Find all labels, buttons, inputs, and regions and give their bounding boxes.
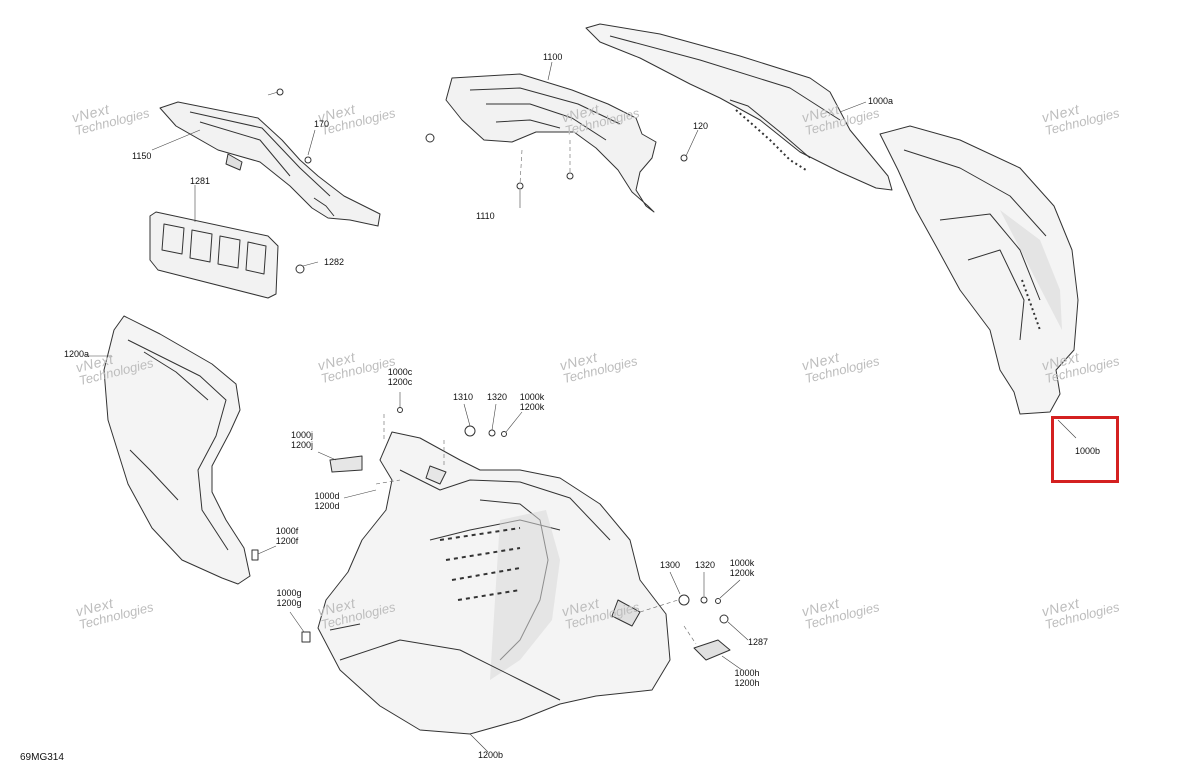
part-1200a-panel bbox=[103, 315, 259, 585]
label-1200c[interactable]: 1200c bbox=[387, 377, 413, 387]
label-1200j[interactable]: 1200j bbox=[290, 440, 314, 450]
label-1000g[interactable]: 1000g bbox=[276, 588, 302, 598]
part-1281-grille bbox=[149, 211, 305, 299]
label-1200k-lower[interactable]: 1200k bbox=[729, 568, 755, 578]
label-1110[interactable]: 1110 bbox=[476, 211, 495, 221]
diagram-code: 69MG314 bbox=[20, 752, 64, 763]
label-1200h[interactable]: 1200h bbox=[734, 678, 760, 688]
label-1200a[interactable]: 1200a bbox=[64, 349, 90, 359]
label-1000c[interactable]: 1000c bbox=[387, 367, 413, 377]
label-1320-upper[interactable]: 1320 bbox=[487, 392, 508, 402]
part-1000a-panel bbox=[585, 23, 893, 191]
part-1200b-panel bbox=[317, 431, 671, 735]
label-1282[interactable]: 1282 bbox=[324, 257, 345, 267]
label-1320-lower[interactable]: 1320 bbox=[695, 560, 716, 570]
label-120[interactable]: 120 bbox=[693, 121, 709, 131]
label-1000k-lower[interactable]: 1000k bbox=[729, 558, 755, 568]
label-1000h[interactable]: 1000h bbox=[734, 668, 760, 678]
label-1200d[interactable]: 1200d bbox=[314, 501, 340, 511]
leader-lines bbox=[86, 61, 1077, 753]
label-1310[interactable]: 1310 bbox=[453, 392, 474, 402]
label-1000b[interactable]: 1000b bbox=[1075, 446, 1101, 456]
label-1000f[interactable]: 1000f bbox=[275, 526, 299, 536]
part-1000b-panel bbox=[879, 125, 1079, 415]
label-1200k-upper[interactable]: 1200k bbox=[519, 402, 545, 412]
label-1287[interactable]: 1287 bbox=[748, 637, 769, 647]
label-1000j[interactable]: 1000j bbox=[290, 430, 314, 440]
label-170[interactable]: 170 bbox=[314, 119, 330, 129]
part-1100-support bbox=[425, 73, 688, 213]
label-1200f[interactable]: 1200f bbox=[275, 536, 299, 546]
label-1150[interactable]: 1150 bbox=[132, 151, 152, 161]
label-1000d[interactable]: 1000d bbox=[314, 491, 340, 501]
label-1281[interactable]: 1281 bbox=[190, 176, 211, 186]
label-1000a[interactable]: 1000a bbox=[868, 96, 894, 106]
highlight-box[interactable] bbox=[1051, 416, 1119, 483]
part-1150-bracket bbox=[159, 101, 381, 227]
label-1300[interactable]: 1300 bbox=[660, 560, 681, 570]
label-1200b[interactable]: 1200b bbox=[478, 750, 504, 760]
label-1100[interactable]: 1100 bbox=[543, 52, 563, 62]
label-1000k-upper[interactable]: 1000k bbox=[519, 392, 545, 402]
dashed-guides bbox=[375, 140, 697, 645]
label-1200g[interactable]: 1200g bbox=[276, 598, 302, 608]
